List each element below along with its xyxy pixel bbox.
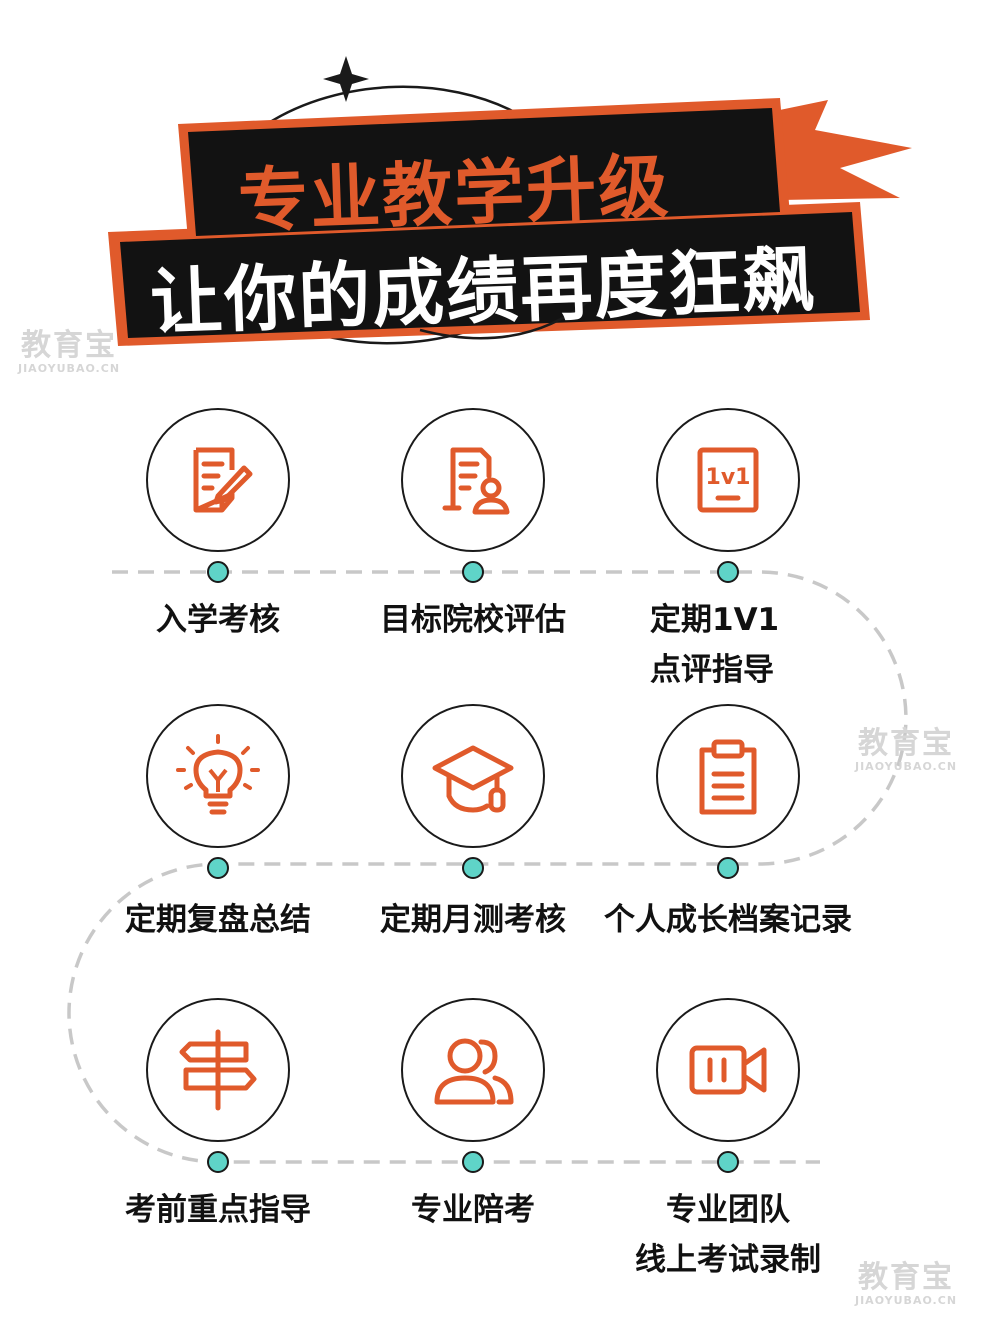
banner-top [188, 108, 780, 236]
step-label-9a: 专业团队 [666, 1192, 790, 1228]
step-label-3a: 定期1V1 [650, 602, 780, 638]
step-dot-3 [717, 561, 739, 583]
step-label-8: 专业陪考 [411, 1192, 535, 1228]
burst-shape [770, 100, 912, 200]
step-circle-5 [401, 704, 545, 848]
document-user-icon [442, 447, 510, 515]
signpost-icon [179, 1029, 257, 1111]
step-circle-7 [146, 998, 290, 1142]
step-label-6: 个人成长档案记录 [604, 902, 852, 938]
one-on-one-text: 1v1 [706, 465, 751, 490]
step-dot-5 [462, 857, 484, 879]
step-dot-6 [717, 857, 739, 879]
orbit-front-arc [419, 299, 591, 340]
clipboard-icon [699, 739, 757, 815]
watermark-en: JIAOYUBAO.CN [855, 1294, 958, 1307]
sparkle-star-icon [323, 56, 369, 102]
step-dot-7 [207, 1151, 229, 1173]
step-dot-2 [462, 561, 484, 583]
step-circle-9 [656, 998, 800, 1142]
watermark: 教育宝 JIAOYUBAO.CN [18, 328, 121, 376]
users-icon [434, 1038, 514, 1105]
step-dot-1 [207, 561, 229, 583]
watermark-cn: 教育宝 [21, 328, 118, 363]
step-dot-9 [717, 1151, 739, 1173]
step-label-2: 目标院校评估 [380, 602, 566, 638]
step-dot-4 [207, 857, 229, 879]
step-circle-8 [401, 998, 545, 1142]
step-label-7: 考前重点指导 [125, 1192, 311, 1228]
step-label-5: 定期月测考核 [380, 902, 566, 938]
step-dot-8 [462, 1151, 484, 1173]
watermark-cn: 教育宝 [858, 1260, 955, 1295]
lightbulb-icon [176, 734, 260, 815]
step-label-9b: 线上考试录制 [635, 1242, 821, 1278]
step-circle-3: 1v1 [656, 408, 800, 552]
step-circle-1 [146, 408, 290, 552]
banner-bottom [120, 212, 860, 338]
watermark: 教育宝 JIAOYUBAO.CN [855, 1260, 958, 1308]
watermark-cn: 教育宝 [858, 726, 955, 761]
step-circle-6 [656, 704, 800, 848]
graduation-cap-icon [432, 745, 514, 813]
watermark: 教育宝 JIAOYUBAO.CN [855, 726, 958, 774]
video-camera-icon [689, 1045, 767, 1095]
watermark-en: JIAOYUBAO.CN [855, 760, 958, 773]
step-circle-4 [146, 704, 290, 848]
step-label-3b: 点评指导 [650, 652, 774, 688]
edit-document-icon [193, 447, 253, 513]
step-circle-2 [401, 408, 545, 552]
watermark-en: JIAOYUBAO.CN [18, 362, 121, 375]
one-on-one-board-icon: 1v1 [697, 447, 759, 513]
step-label-4: 定期复盘总结 [125, 902, 311, 938]
step-label-1: 入学考核 [156, 602, 280, 638]
